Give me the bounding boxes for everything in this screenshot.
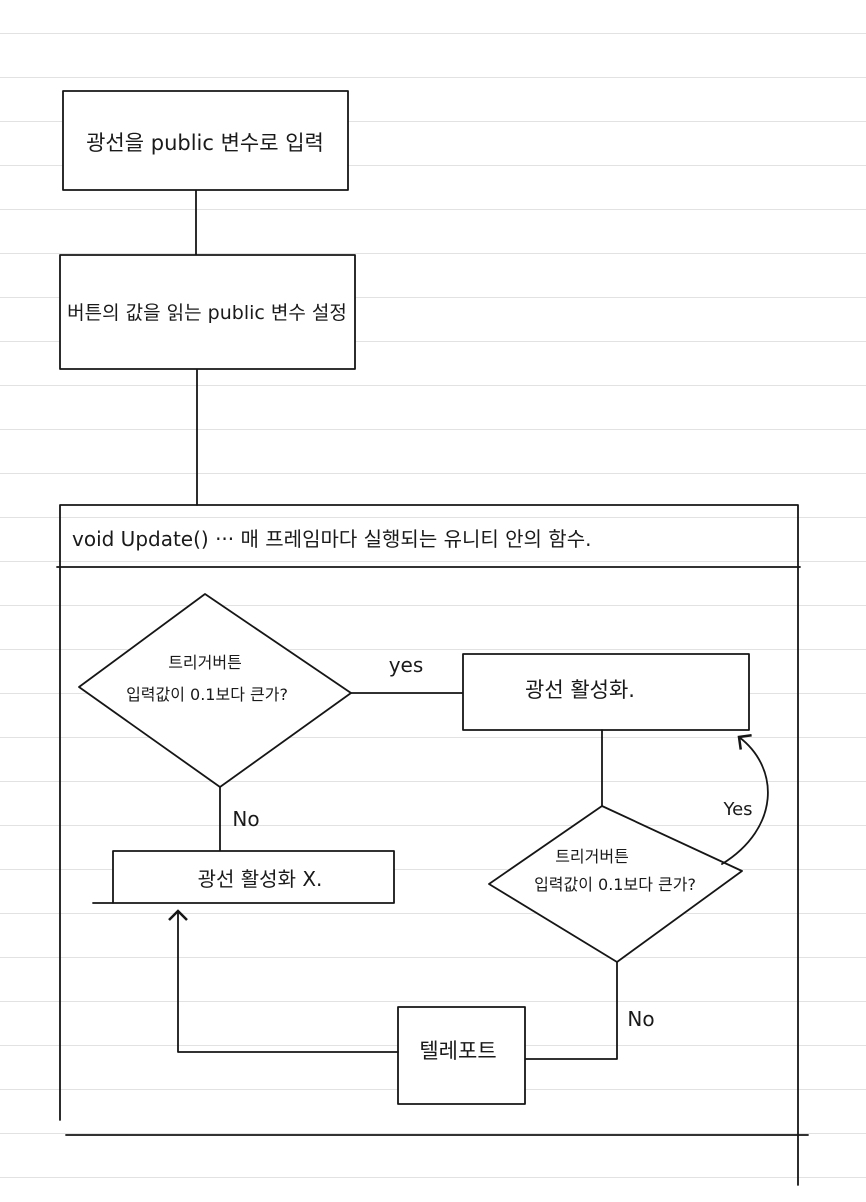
box-button-value-variable-label: 버튼의 값을 읽는 public 변수 설정: [67, 302, 347, 324]
no-label-1: No: [232, 807, 259, 831]
box-laser-public-variable-label: 광선을 public 변수로 입력: [86, 131, 324, 155]
no-label-2: No: [627, 1007, 654, 1031]
arrow-yes-2-back-to-laser-on: [721, 734, 769, 865]
arrow-teleport-to-laser-off: [168, 909, 399, 1053]
yes-label-1: yes: [389, 653, 424, 677]
box-teleport-label: 텔레포트: [419, 1039, 496, 1063]
update-frame: [59, 504, 799, 1186]
connector-no-2: [524, 961, 618, 1060]
box-laser-on-label: 광선 활성화.: [525, 678, 635, 702]
box-button-value-variable: [59, 254, 356, 370]
box-laser-off: [112, 850, 395, 904]
decision-trigger-2-line2: 입력값이 0.1보다 큰가?: [534, 875, 696, 894]
yes-label-2: Yes: [722, 799, 752, 820]
box-laser-on: [462, 653, 750, 731]
box-laser-off-label: 광선 활성화 X.: [198, 867, 323, 891]
box-teleport: [397, 1006, 526, 1105]
decision-trigger-1-line2: 입력값이 0.1보다 큰가?: [126, 685, 288, 704]
decision-trigger-1-line1: 트리거버튼: [168, 653, 242, 672]
box-laser-public-variable: [62, 90, 349, 191]
update-header-label: void Update() ··· 매 프레임마다 실행되는 유니티 안의 함수…: [72, 527, 591, 551]
decision-trigger-2-line1: 트리거버튼: [555, 847, 629, 866]
